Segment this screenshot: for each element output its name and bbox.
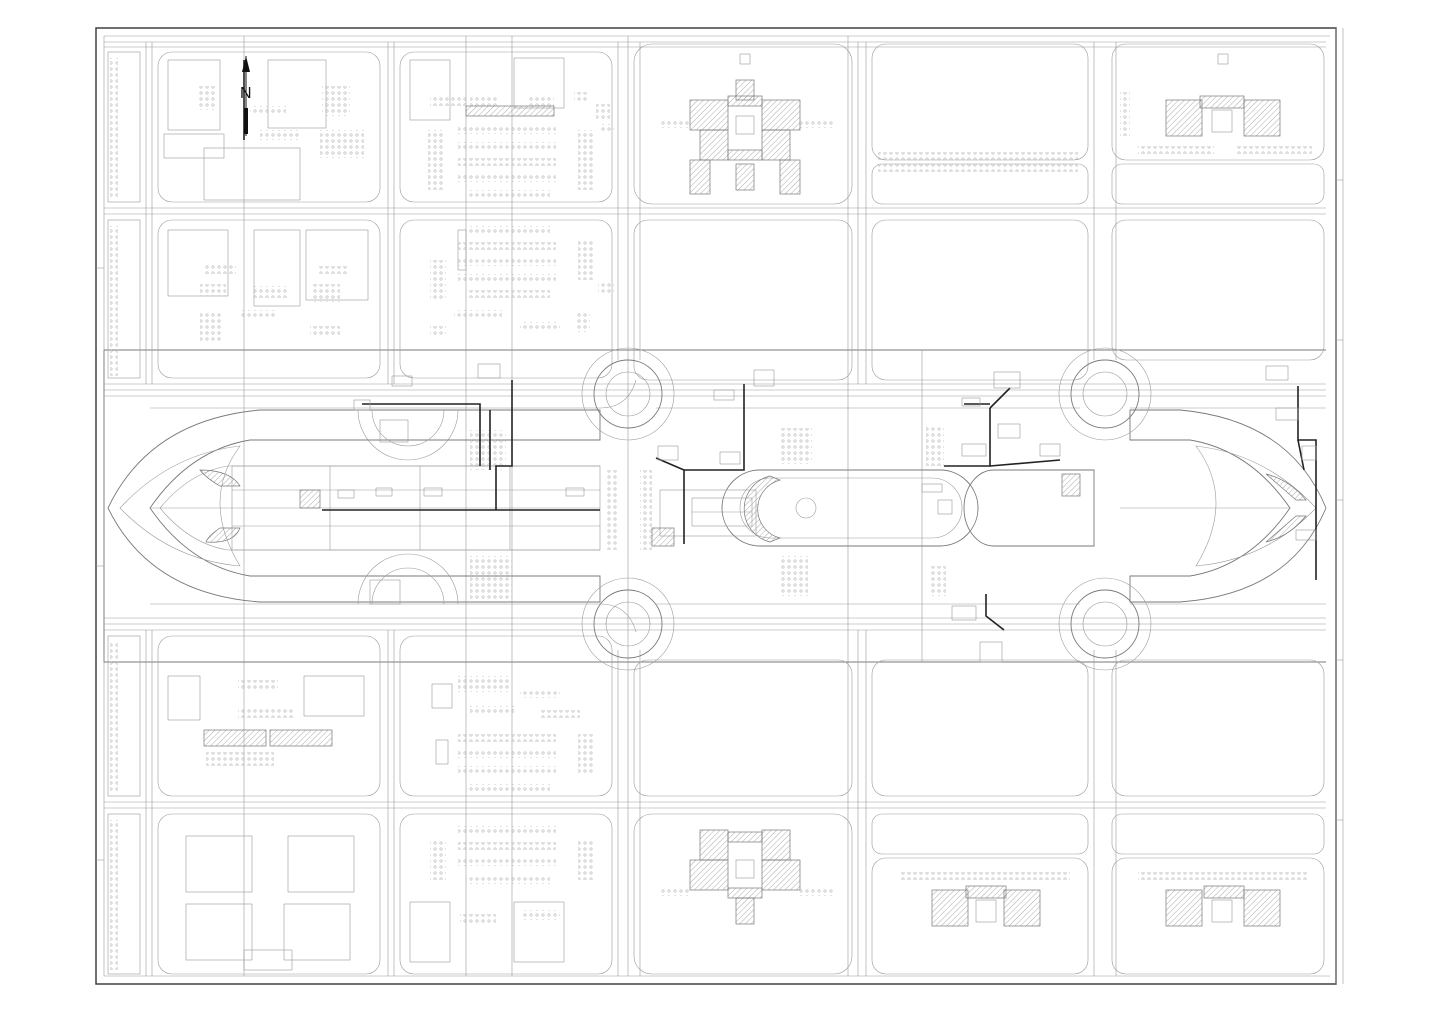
central-boulevard [107,379,1327,633]
blocks-south [107,635,1325,975]
buildings-north-middle [409,57,614,336]
buildings-south-west [110,642,365,971]
blocks-north [107,43,1325,381]
building-complex-south-east [900,872,1308,927]
drawing-frame [95,27,1344,985]
buildings-south-middle [409,676,594,963]
north-arrow-label: N [240,85,252,102]
annotation-callouts [337,363,1317,663]
buildings-north-west [110,58,369,376]
building-complex-north-center [660,53,834,195]
north-arrow: N [240,56,252,136]
building-complex-south-center [660,829,834,925]
roundabouts [581,347,1152,671]
sheet-ticks [96,179,1343,861]
building-complex-north-east [878,53,1312,172]
road-network [104,41,1326,976]
